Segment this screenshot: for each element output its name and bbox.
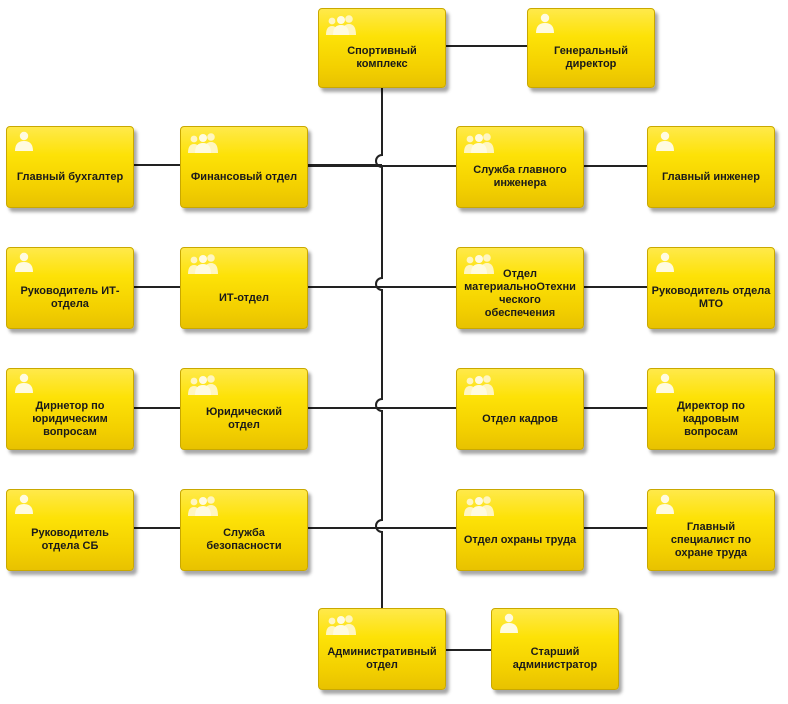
node-label: Генеральный директор [554, 45, 628, 70]
node-label: Спортивный комплекс [347, 45, 417, 70]
node-mto-head[interactable]: Руководитель отдела МТО [647, 247, 775, 329]
person-icon [654, 131, 676, 156]
group-icon [187, 494, 219, 521]
node-label: Старший администратор [512, 646, 598, 671]
node-legal-dept[interactable]: Юридический отдел [180, 368, 308, 450]
node-legal-director[interactable]: Дирнетор по юридическим вопросам [6, 368, 134, 450]
group-icon [463, 131, 495, 158]
node-label: Главный бухгалтер [16, 170, 124, 183]
node-label: Отдел материальноОтехни ческого обеспече… [464, 268, 576, 319]
node-safety-dept[interactable]: Отдел охраны труда [456, 489, 584, 571]
link-findep-chiefeng [308, 164, 382, 166]
person-icon [654, 494, 676, 519]
node-chief-engineer[interactable]: Главный инженер [647, 126, 775, 208]
node-safety-specialist[interactable]: Главный специалист по охране труда [647, 489, 775, 571]
node-security-service[interactable]: Служба безопасности [180, 489, 308, 571]
node-label: Руководитель отдела СБ [31, 527, 109, 552]
person-icon [654, 252, 676, 277]
node-label: Директор по кадровым вопросам [676, 399, 746, 438]
node-label: Руководитель отдела МТО [651, 285, 771, 310]
node-label: Служба главного инженера [473, 164, 567, 189]
person-icon [13, 252, 35, 277]
node-label: Юридический отдел [205, 406, 283, 431]
person-icon [13, 494, 35, 519]
node-label: Руководитель ИТ- отдела [20, 285, 120, 310]
group-icon [463, 252, 495, 279]
group-icon [463, 494, 495, 521]
node-mto-dept[interactable]: Отдел материальноОтехни ческого обеспече… [456, 247, 584, 329]
node-label: Отдел кадров [482, 412, 558, 425]
person-icon [13, 131, 35, 156]
node-finance-dept[interactable]: Финансовый отдел [180, 126, 308, 208]
node-it-head[interactable]: Руководитель ИТ- отдела [6, 247, 134, 329]
group-icon [187, 252, 219, 279]
node-label: ИТ-отдел [218, 291, 270, 304]
node-label: Финансовый отдел [190, 170, 298, 183]
node-hr-director[interactable]: Директор по кадровым вопросам [647, 368, 775, 450]
node-it-dept[interactable]: ИТ-отдел [180, 247, 308, 329]
group-icon [463, 373, 495, 400]
node-label: Главный специалист по охране труда [670, 520, 752, 559]
person-icon [498, 613, 520, 638]
node-label: Отдел охраны труда [463, 533, 577, 546]
node-label: Дирнетор по юридическим вопросам [32, 399, 108, 438]
person-icon [13, 373, 35, 398]
node-chief-engineer-service[interactable]: Служба главного инженера [456, 126, 584, 208]
group-icon [187, 373, 219, 400]
node-sports-complex[interactable]: Спортивный комплекс [318, 8, 446, 88]
group-icon [325, 13, 357, 40]
node-senior-admin[interactable]: Старший администратор [491, 608, 619, 690]
node-admin-dept[interactable]: Административный отдел [318, 608, 446, 690]
group-icon [187, 131, 219, 158]
node-general-director[interactable]: Генеральный директор [527, 8, 655, 88]
node-label: Служба безопасности [206, 527, 282, 552]
node-hr-dept[interactable]: Отдел кадров [456, 368, 584, 450]
node-label: Главный инженер [661, 170, 761, 183]
person-icon [654, 373, 676, 398]
node-label: Административный отдел [327, 646, 437, 671]
node-security-head[interactable]: Руководитель отдела СБ [6, 489, 134, 571]
node-chief-accountant[interactable]: Главный бухгалтер [6, 126, 134, 208]
group-icon [325, 613, 357, 640]
person-icon [534, 13, 556, 38]
